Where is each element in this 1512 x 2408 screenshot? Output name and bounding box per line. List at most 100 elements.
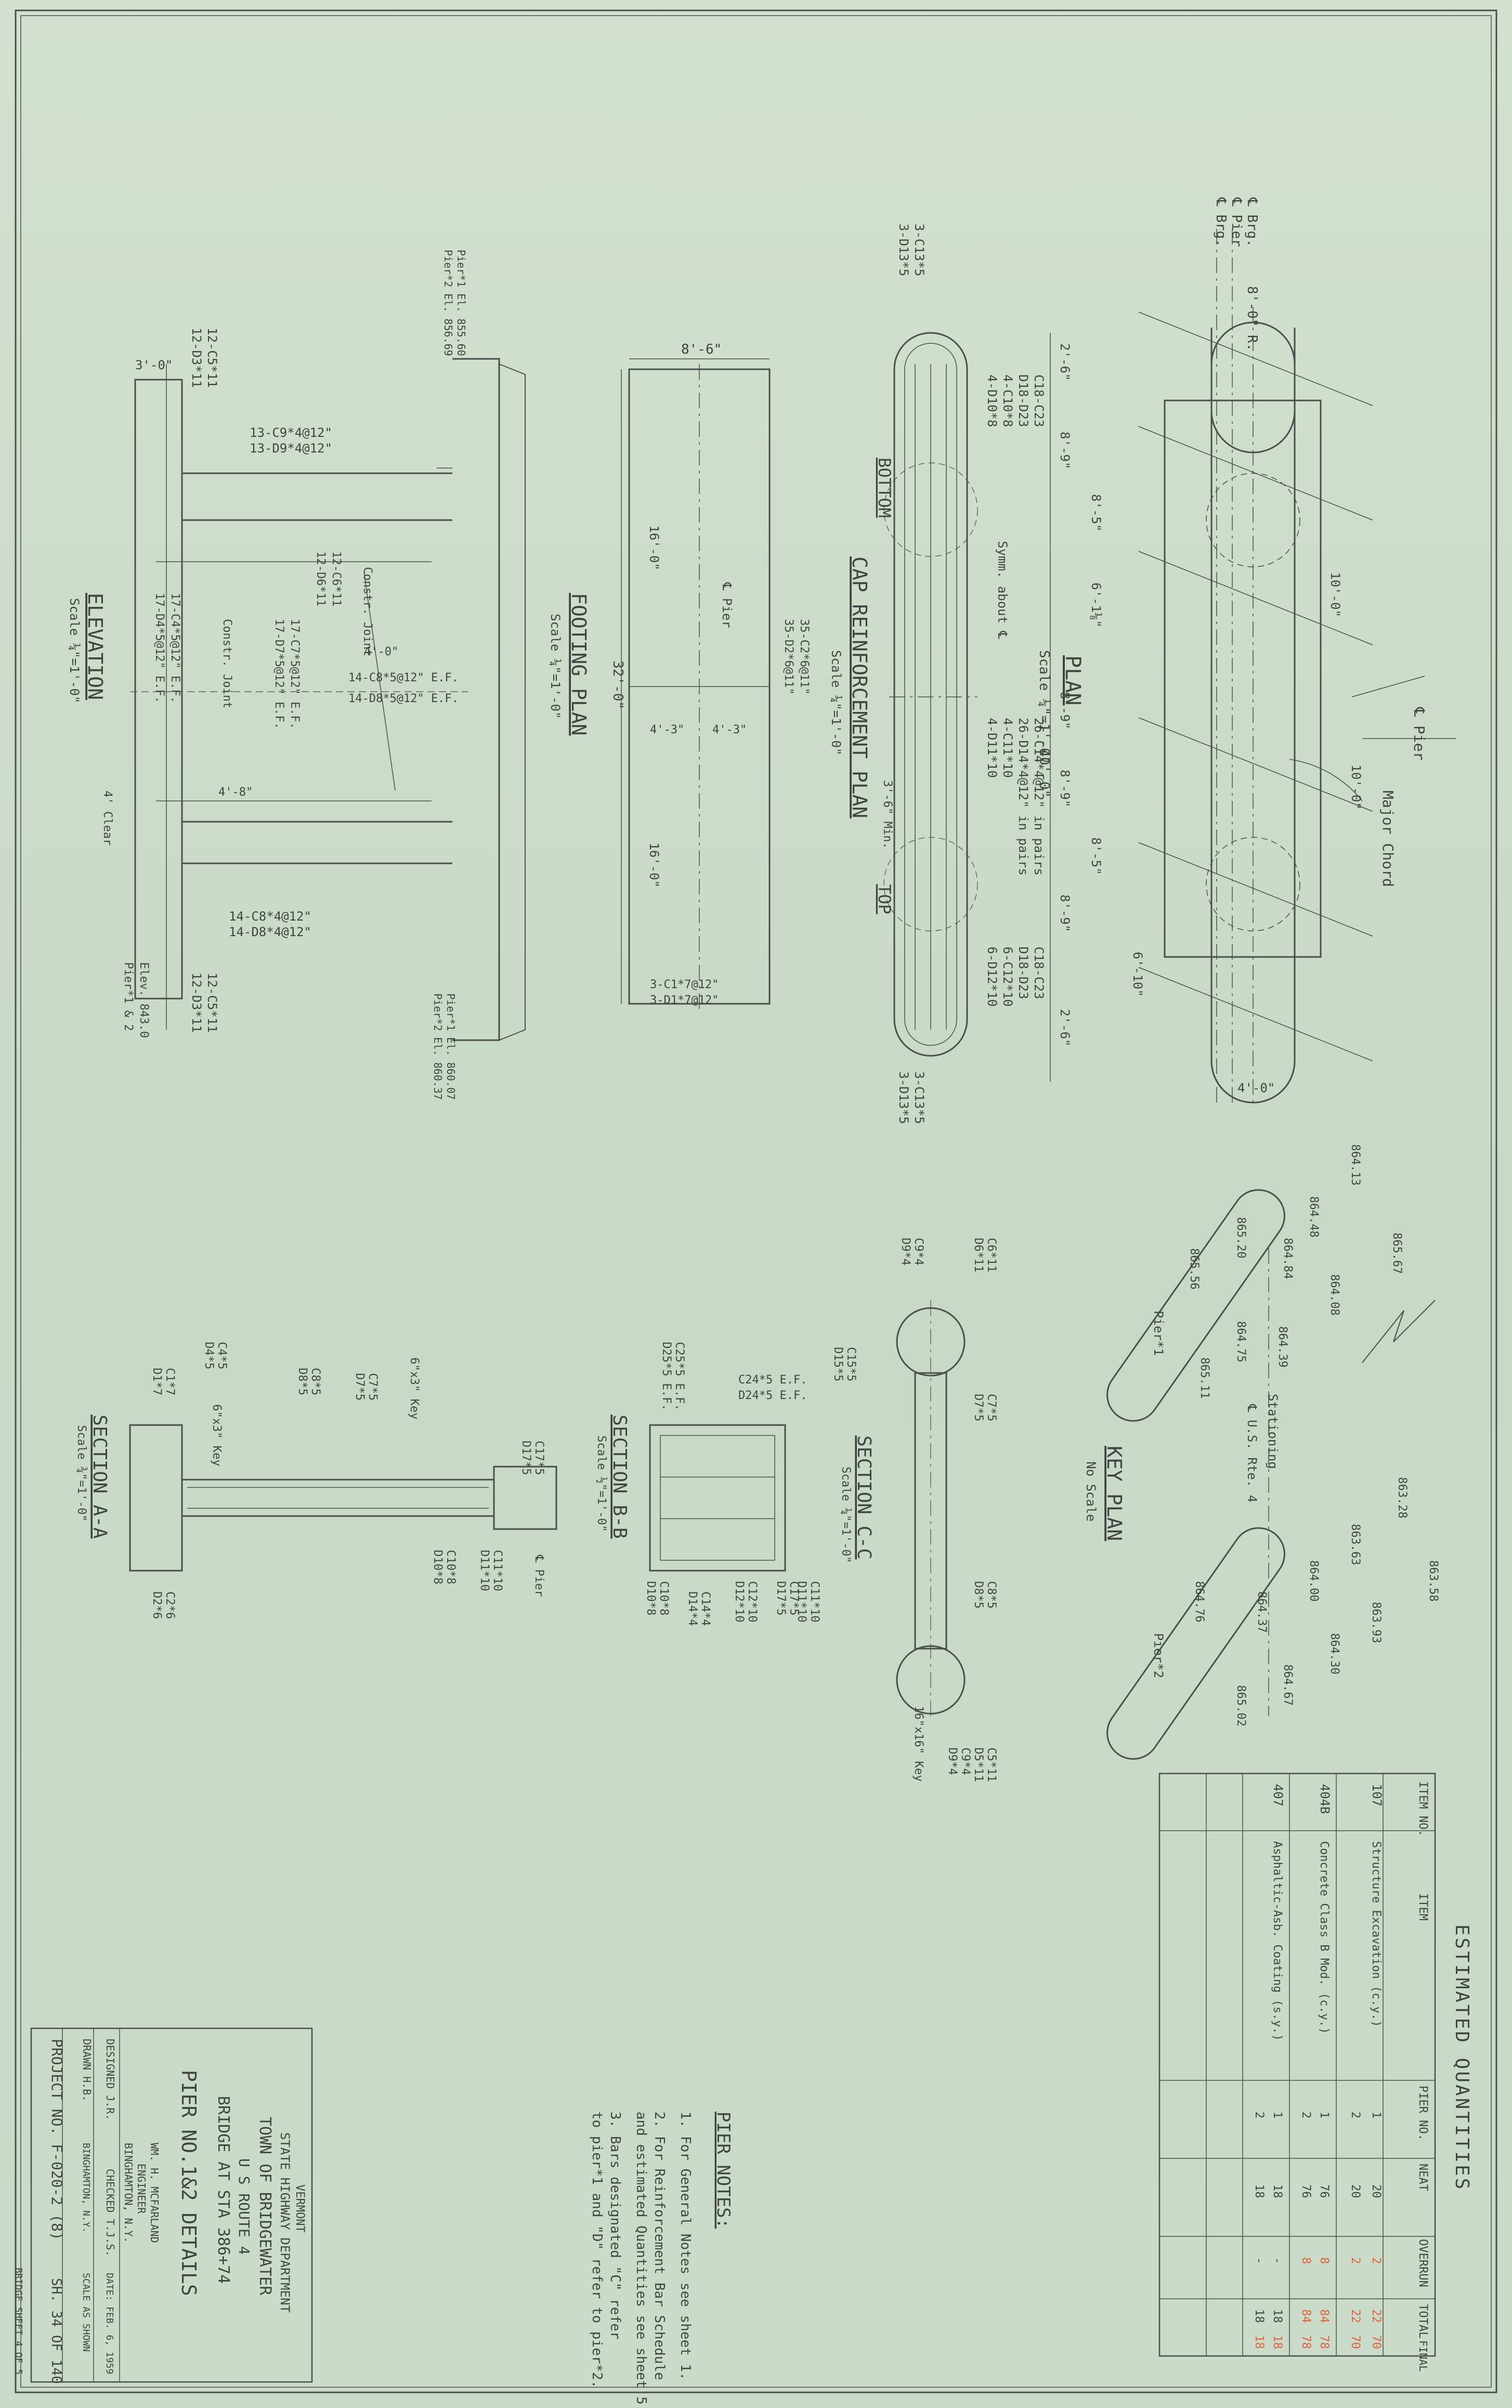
cap-c11: 4-C11*10 — [1000, 718, 1015, 778]
eq-r2-f1: 78 — [1318, 2335, 1331, 2349]
notes-title: PIER NOTES: — [713, 2112, 734, 2229]
sec-c8-cc: C8*5 — [985, 1581, 998, 1609]
elev-c11: 14-C8*5@12" E.F. — [348, 671, 459, 684]
cap-d10: 4-D10*8 — [985, 374, 999, 427]
sec-key1: 6"x3" Key — [210, 1404, 223, 1466]
eq-r3-n1: 18 — [1271, 2184, 1284, 2198]
key-route: ℄ U.S. Rte. 4 — [1245, 1404, 1259, 1503]
tb-approved: BINGHAMTON, N.Y. — [81, 2143, 92, 2233]
footing-bars3: 35-C2*6@11" — [798, 619, 811, 695]
elev-c2-bot: 12-D3*11 — [189, 973, 204, 1033]
key-e3: 864.48 — [1307, 1196, 1320, 1237]
cap-min: 3'-6" Min. — [881, 780, 894, 849]
plan-scale: Scale ¼"=1'-0" — [1036, 650, 1052, 764]
eq-h-neat: NEAT — [1416, 2164, 1429, 2191]
footing-a: 16'-0" — [647, 525, 661, 571]
eq-h-item-no: ITEM NO. — [1416, 1781, 1429, 1836]
eq-r2-n1: 76 — [1318, 2184, 1331, 2198]
eq-r1-o1: 2 — [1370, 2257, 1383, 2264]
eq-r2-no: 404B — [1318, 1784, 1332, 1814]
key-f7: 864.37 — [1255, 1591, 1268, 1633]
key-plan-view: KEY PLAN No Scale 864.13 865.67 864.48 8… — [1084, 1144, 1440, 1760]
elev-constr-2: Constr. Joint — [220, 619, 233, 708]
dim-8-9-d: 8'-9" — [1058, 895, 1072, 932]
sec-d9: D9*4 — [899, 1238, 912, 1265]
key-e7: 864.39 — [1276, 1326, 1289, 1367]
elev-c1: 12-C5*11 — [205, 328, 219, 388]
eq-r2-item: Concrete Class B Mod. (c.y.) — [1318, 1841, 1331, 2034]
note-3a: 3. Bars designated "C" refer — [607, 2112, 623, 2339]
eq-r3-p1: 1 — [1271, 2112, 1284, 2118]
sec-c11: C11*10 — [491, 1550, 504, 1591]
dim-6-10: 6'-10" — [1130, 952, 1145, 997]
key-station: Stationing — [1266, 1394, 1280, 1469]
eq-r2-p2: 2 — [1299, 2112, 1312, 2118]
eq-r2-t1: 84 — [1318, 2309, 1331, 2323]
cap-c18: C18-C23 — [1032, 374, 1046, 427]
section-cc-title: SECTION C-C — [853, 1435, 875, 1559]
sec-c4: C4*5 — [215, 1342, 228, 1369]
elev-c3: 13-C9*4@12" — [250, 425, 332, 440]
dim-40-0: 40'-0" — [1036, 749, 1052, 798]
label-cl-brg: ℄ Brg. — [1213, 197, 1229, 247]
dim-4-0: 4'-0" — [1237, 1081, 1275, 1095]
sec-d14: D14*4 — [686, 1591, 699, 1626]
section-bb-title: SECTION B-B — [609, 1415, 630, 1538]
sec-c9: C9*4 — [912, 1238, 925, 1265]
label-cl-pier-2: ℄ Pier — [1411, 707, 1428, 760]
key-f9: 864.76 — [1193, 1581, 1206, 1622]
cap-d13-bot: 3-D13*5 — [896, 1071, 911, 1124]
section-bb-view: SECTION B-B Scale ½"=1'-0" C25*5 E.F. D2… — [595, 1342, 821, 1626]
sec-c25: C25*5 E.F. — [673, 1342, 686, 1410]
sec-c7-cc: C7*5 — [985, 1394, 998, 1421]
footing-plan-title: FOOTING PLAN — [567, 593, 590, 736]
tb-checked: CHECKED T.J.S. — [104, 2169, 116, 2257]
elevation-view: ELEVATION Scale ¼"=1'-0" 3'-0" 12-C5*11 … — [67, 250, 526, 1100]
tb-sheet-title: PIER NO.1&2 DETAILS — [177, 2070, 200, 2296]
tb-engineer-2: ENGINEER — [135, 2164, 148, 2214]
eq-r3-f2: 18 — [1253, 2335, 1266, 2349]
tb-engineer-3: BINGHAMTON, N.Y. — [122, 2143, 135, 2243]
cap-d11: 4-D11*10 — [985, 718, 999, 778]
eq-r1-t2: 22 — [1349, 2309, 1362, 2323]
estimated-quantities-table: ESTIMATED QUANTITIES ITEM NO. ITEM PIER … — [1158, 1772, 1472, 2372]
elev-p-el1: Pier*1 El. 860.07 — [445, 993, 457, 1100]
eq-r1-n1: 20 — [1370, 2184, 1383, 2198]
elev-d40: 4'-0" — [364, 645, 398, 658]
cap-c12: 6-C12*10 — [1000, 947, 1015, 1007]
eq-r2-f2: 78 — [1299, 2335, 1312, 2349]
cap-d18: D18-D23 — [1016, 374, 1031, 427]
elev-c13: 14-C8*4@12" — [229, 909, 311, 924]
sec-d7: D7*5 — [353, 1373, 366, 1401]
footing-cl: ℄ Pier — [720, 582, 734, 628]
sec-d7-cc: D7*5 — [972, 1394, 985, 1421]
key-e4: 864.84 — [1281, 1238, 1294, 1279]
sec-c6: C6*11 — [985, 1238, 998, 1272]
elev-p-el2: Pier*2 El. 860.37 — [432, 993, 444, 1100]
key-e1: 864.13 — [1349, 1144, 1362, 1185]
elev-d30: 3'-0" — [135, 358, 173, 372]
elevation-title: ELEVATION — [84, 593, 107, 700]
key-f10: 865.02 — [1234, 1685, 1247, 1726]
sec-d2: D2*6 — [150, 1591, 163, 1619]
cap-d12: 6-D12*10 — [985, 947, 999, 1007]
sec-d10: D10*8 — [431, 1550, 444, 1584]
dim-10-0-a: 10'-0" — [1328, 572, 1342, 617]
footing-plan-scale: Scale ¼"=1'-0" — [548, 614, 563, 719]
cap-plan-title: CAP REINFORCEMENT PLAN — [848, 556, 871, 818]
elev-c7: 17-C4*5@12" E.F. — [168, 593, 181, 703]
elev-pier1-el: Pier*1 El. 855.60 — [455, 250, 467, 356]
key-f1: 863.28 — [1396, 1477, 1409, 1518]
sec-d1: D1*7 — [150, 1368, 163, 1395]
key-e9: 864.75 — [1234, 1321, 1247, 1362]
elevation-scale: Scale ¼"=1'-0" — [67, 598, 82, 703]
footing-plan-view: FOOTING PLAN Scale ¼"=1'-0" 8'-6" 32'-0"… — [548, 342, 811, 1009]
tb-bridge: BRIDGE AT STA 386+74 — [214, 2096, 232, 2284]
label-cl-brg-2: ℄ Brg. — [1244, 197, 1260, 247]
key-e8: 865.56 — [1188, 1248, 1201, 1289]
sec-d12: D12*10 — [733, 1581, 746, 1622]
eq-r3-t1: 18 — [1271, 2309, 1284, 2323]
elev-pier2-el: Pier*2 El. 856.69 — [442, 250, 454, 356]
elev-c14: 14-D8*4@12" — [229, 925, 311, 939]
